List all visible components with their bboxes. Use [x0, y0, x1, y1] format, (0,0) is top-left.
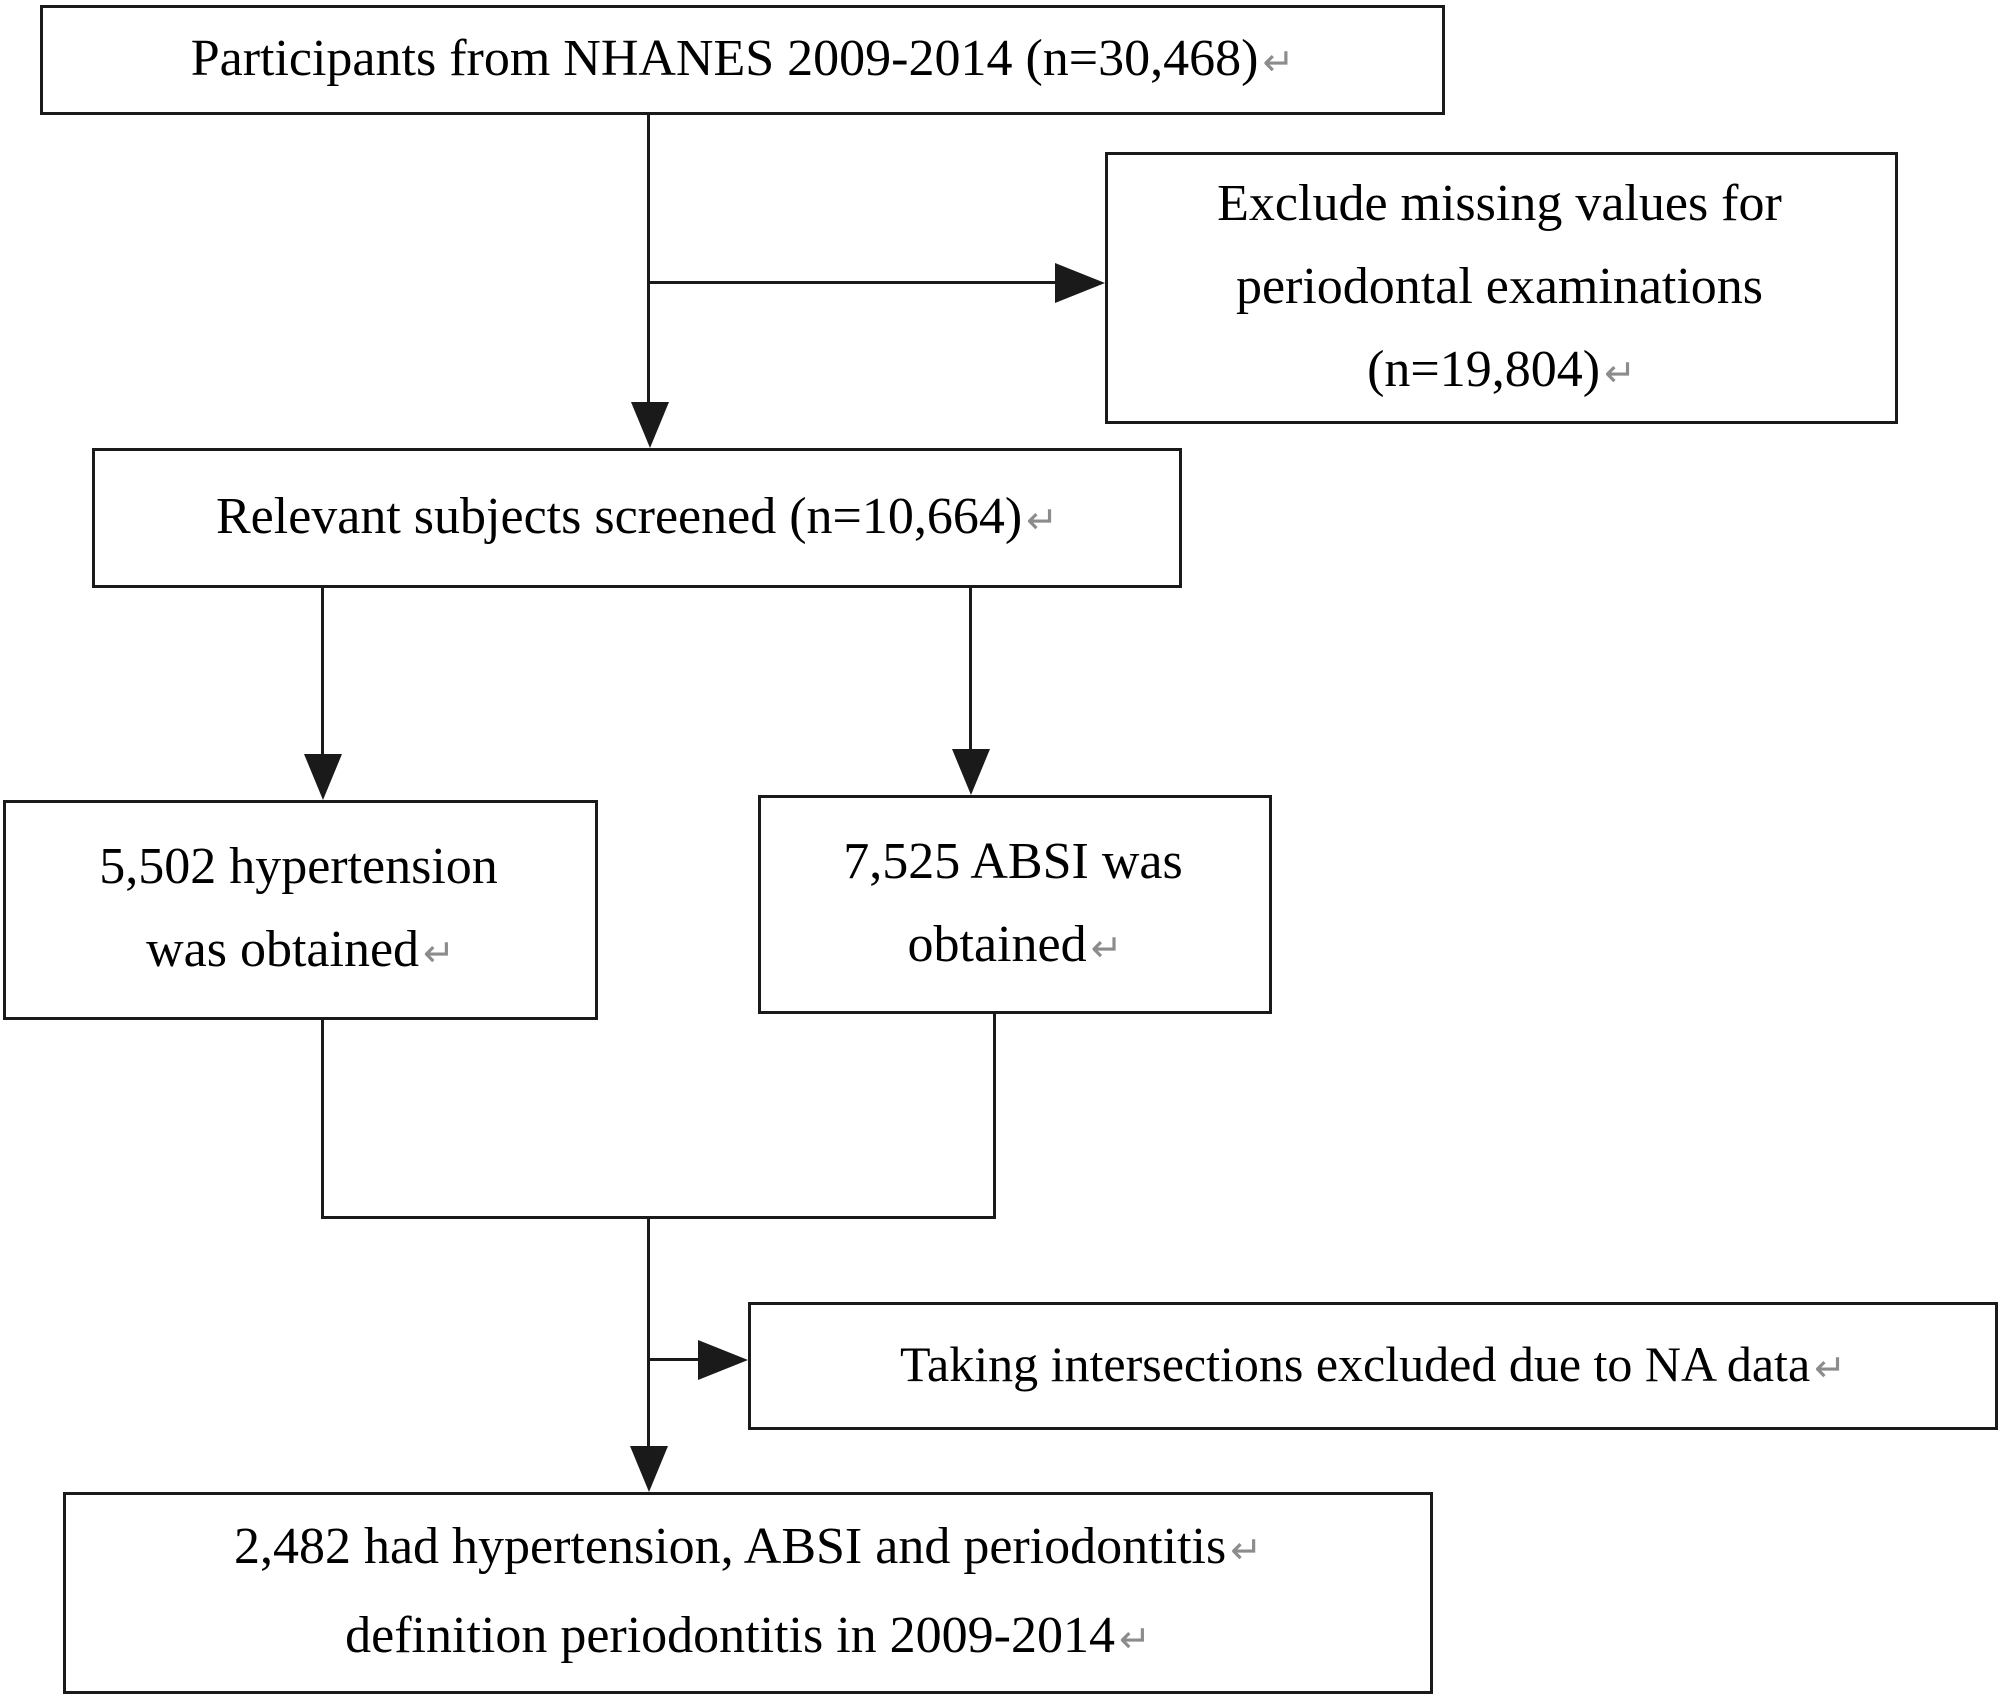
connector-join-to-final — [647, 1216, 650, 1448]
box-absi-text-1: 7,525 ABSI was — [843, 832, 1183, 890]
box-absi-text-2: obtained — [907, 915, 1087, 973]
return-mark-icon: ↵ — [1262, 39, 1295, 84]
connector-branch-to-exclude — [647, 281, 1059, 284]
box-intersections-line: Taking intersections excluded due to NA … — [900, 1324, 1846, 1408]
connector-screened-to-absi — [969, 588, 972, 751]
return-mark-icon: ↵ — [423, 931, 455, 975]
connector-branch-to-intersections — [649, 1358, 701, 1361]
arrow-down-icon — [304, 754, 342, 800]
box-final-line-2: definition periodontitis in 2009-2014↵ — [345, 1593, 1151, 1682]
arrow-down-icon — [631, 402, 669, 448]
box-exclude-line-2: periodontal examinations — [1236, 247, 1767, 330]
arrow-right-icon — [698, 1340, 748, 1380]
box-final-cohort: 2,482 had hypertension, ABSI and periodo… — [63, 1492, 1433, 1694]
box-hypertension: 5,502 hypertension was obtained↵ — [3, 800, 598, 1020]
box-exclude-text-2: periodontal examinations — [1235, 257, 1764, 315]
box-final-text-2: definition periodontitis in 2009-2014 — [345, 1607, 1115, 1664]
box-exclude-text-3: (n=19,804) — [1367, 340, 1601, 398]
box-participants: Participants from NHANES 2009-2014 (n=30… — [40, 5, 1445, 115]
box-absi-line-1: 7,525 ABSI was — [843, 822, 1186, 905]
connector-hypertension-down — [321, 1020, 324, 1219]
connector-participants-to-screened — [647, 115, 650, 407]
arrow-down-icon — [630, 1446, 668, 1492]
box-absi-line-2: obtained↵ — [908, 905, 1123, 988]
box-exclude-line-3: (n=19,804)↵ — [1367, 330, 1636, 413]
connector-screened-to-hypertension — [321, 588, 324, 756]
return-mark-icon: ↵ — [1604, 350, 1636, 395]
box-exclude-text-1: Exclude missing values for — [1217, 174, 1782, 232]
box-intersections-text: Taking intersections excluded due to NA … — [900, 1336, 1811, 1392]
return-mark-icon: ↵ — [1230, 1528, 1263, 1572]
box-final-line-1: 2,482 had hypertension, ABSI and periodo… — [234, 1504, 1262, 1593]
box-screened-text: Relevant subjects screened (n=10,664) — [215, 487, 1023, 545]
connector-join-horizontal — [321, 1216, 996, 1219]
box-relevant-screened: Relevant subjects screened (n=10,664)↵ — [92, 448, 1182, 588]
return-mark-icon: ↵ — [1026, 497, 1059, 542]
return-mark-icon: ↵ — [1090, 925, 1123, 970]
return-mark-icon: ↵ — [1814, 1346, 1846, 1390]
box-screened-line: Relevant subjects screened (n=10,664)↵ — [216, 477, 1058, 560]
box-exclude-line-1: Exclude missing values for — [1217, 164, 1786, 247]
box-exclude-missing: Exclude missing values for periodontal e… — [1105, 152, 1898, 424]
return-mark-icon: ↵ — [1118, 1617, 1151, 1661]
arrow-down-icon — [952, 749, 990, 795]
box-hypertension-line-1: 5,502 hypertension — [99, 827, 502, 910]
arrow-right-icon — [1055, 263, 1105, 303]
box-final-text-1: 2,482 had hypertension, ABSI and periodo… — [233, 1518, 1227, 1575]
box-hypertension-line-2: was obtained↵ — [146, 910, 455, 993]
box-participants-text: Participants from NHANES 2009-2014 (n=30… — [190, 29, 1259, 87]
connector-absi-down — [993, 1014, 996, 1219]
box-hypertension-text-1: 5,502 hypertension — [99, 838, 498, 895]
box-intersections-excluded: Taking intersections excluded due to NA … — [748, 1302, 1998, 1430]
box-hypertension-text-2: was obtained — [146, 921, 420, 978]
box-participants-line: Participants from NHANES 2009-2014 (n=30… — [191, 19, 1295, 102]
box-absi: 7,525 ABSI was obtained↵ — [758, 795, 1272, 1014]
